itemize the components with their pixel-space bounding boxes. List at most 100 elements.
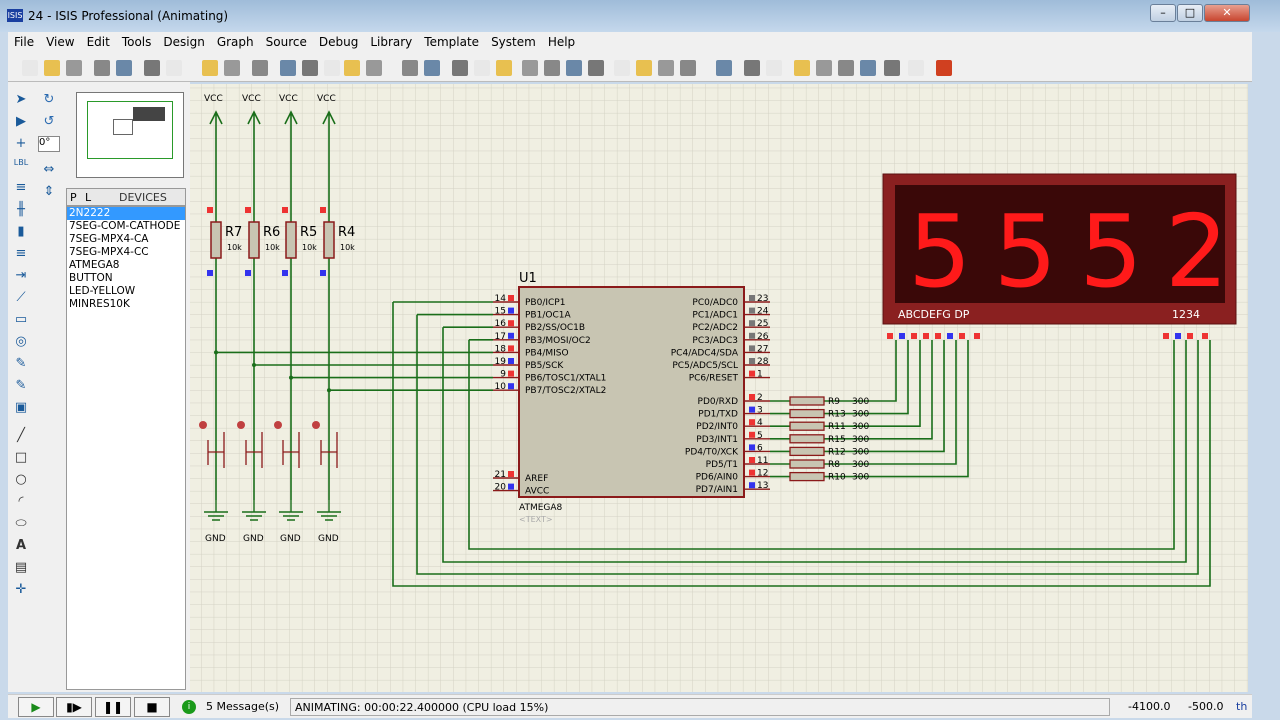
probe-icon[interactable]: ✎	[15, 356, 27, 371]
toolbar-button-icon[interactable]	[816, 60, 832, 76]
toolbar-button-icon[interactable]	[94, 60, 110, 76]
circle-icon[interactable]: ○	[15, 472, 27, 487]
device-item[interactable]: 7SEG-MPX4-CA	[69, 233, 149, 245]
toolbar-button-icon[interactable]	[716, 60, 732, 76]
terminal-icon[interactable]: ≡	[15, 246, 27, 261]
toolbar-button-icon[interactable]	[496, 60, 512, 76]
toolbar-button-icon[interactable]	[166, 60, 182, 76]
resistor[interactable]	[248, 221, 260, 259]
rotate-ccw-icon[interactable]: ↺	[43, 114, 55, 129]
box-icon[interactable]: □	[14, 450, 28, 465]
toolbar-button-icon[interactable]	[424, 60, 440, 76]
menu-system[interactable]: System	[491, 35, 536, 49]
bus-icon[interactable]: ╫	[17, 202, 25, 217]
play-button[interactable]: ▶	[18, 697, 54, 717]
toolbar-button-icon[interactable]	[452, 60, 468, 76]
menu-design[interactable]: Design	[163, 35, 205, 49]
toolbar-button-icon[interactable]	[344, 60, 360, 76]
toolbar-button-icon[interactable]	[614, 60, 630, 76]
schematic[interactable]: VCCR710kGNDVCCR610kGNDVCCR510kGNDVCCR410…	[190, 84, 1248, 692]
toolbar-button-icon[interactable]	[588, 60, 604, 76]
push-button[interactable]	[282, 432, 300, 468]
generator-icon[interactable]: ◎	[15, 334, 27, 349]
path-icon[interactable]: ⬭	[15, 516, 27, 531]
text-icon[interactable]: A	[15, 538, 27, 553]
graph-icon[interactable]: ⟋	[16, 290, 26, 305]
close-button[interactable]: ✕	[1204, 4, 1250, 22]
junction-icon[interactable]: +	[15, 136, 27, 151]
button-actuator[interactable]	[274, 421, 282, 429]
rotation-field[interactable]: 0°	[38, 136, 60, 152]
toolbar-button-icon[interactable]	[908, 60, 924, 76]
select-arrow-icon[interactable]: ➤	[15, 92, 27, 107]
label-icon[interactable]: LBL	[13, 158, 29, 167]
overview-preview[interactable]	[76, 92, 184, 178]
rotate-cw-icon[interactable]: ↻	[43, 92, 55, 107]
toolbar-button-icon[interactable]	[366, 60, 382, 76]
toolbar-button-icon[interactable]	[860, 60, 876, 76]
button-actuator[interactable]	[312, 421, 320, 429]
button-actuator[interactable]	[237, 421, 245, 429]
resistor[interactable]	[323, 221, 335, 259]
toolbar-button-icon[interactable]	[202, 60, 218, 76]
device-item[interactable]: BUTTON	[69, 272, 113, 284]
toolbar-button-icon[interactable]	[474, 60, 490, 76]
toolbar-button-icon[interactable]	[44, 60, 60, 76]
component-icon[interactable]: ▶	[16, 114, 26, 129]
toolbar-button-icon[interactable]	[744, 60, 760, 76]
subcircuit-icon[interactable]: ▮	[17, 224, 25, 239]
toolbar-button-icon[interactable]	[794, 60, 810, 76]
toolbar-button-icon[interactable]	[402, 60, 418, 76]
toolbar-button-icon[interactable]	[838, 60, 854, 76]
messages-count[interactable]: 5 Message(s)	[206, 700, 280, 713]
toolbar-button-icon[interactable]	[680, 60, 696, 76]
toolbar-button-icon[interactable]	[324, 60, 340, 76]
flip-vertical-icon[interactable]: ⇕	[43, 184, 55, 199]
toolbar-button-icon[interactable]	[302, 60, 318, 76]
arc-icon[interactable]: ◜	[18, 494, 24, 509]
device-item[interactable]: 2N2222	[67, 207, 185, 220]
stop-button[interactable]: ■	[134, 697, 170, 717]
resistor[interactable]	[210, 221, 222, 259]
toolbar-button-icon[interactable]	[280, 60, 296, 76]
pin-icon[interactable]: ⇥	[15, 268, 27, 283]
marker-icon[interactable]: ✛	[15, 582, 27, 597]
library-tab[interactable]: L	[85, 191, 92, 204]
toolbar-button-icon[interactable]	[522, 60, 538, 76]
toolbar-button-icon[interactable]	[884, 60, 900, 76]
menu-edit[interactable]: Edit	[86, 35, 110, 49]
tape-icon[interactable]: ▭	[14, 312, 28, 327]
toolbar-button-icon[interactable]	[224, 60, 240, 76]
toolbar-button-icon[interactable]	[766, 60, 782, 76]
device-item[interactable]: LED-YELLOW	[69, 285, 136, 297]
symbol-icon[interactable]: ▤	[14, 560, 28, 575]
toolbar-button-icon[interactable]	[116, 60, 132, 76]
toolbar-button-icon[interactable]	[566, 60, 582, 76]
device-item[interactable]: MINRES10K	[69, 298, 130, 310]
menu-debug[interactable]: Debug	[318, 35, 359, 49]
resistor[interactable]	[285, 221, 297, 259]
current-probe-icon[interactable]: ✎	[15, 378, 27, 393]
